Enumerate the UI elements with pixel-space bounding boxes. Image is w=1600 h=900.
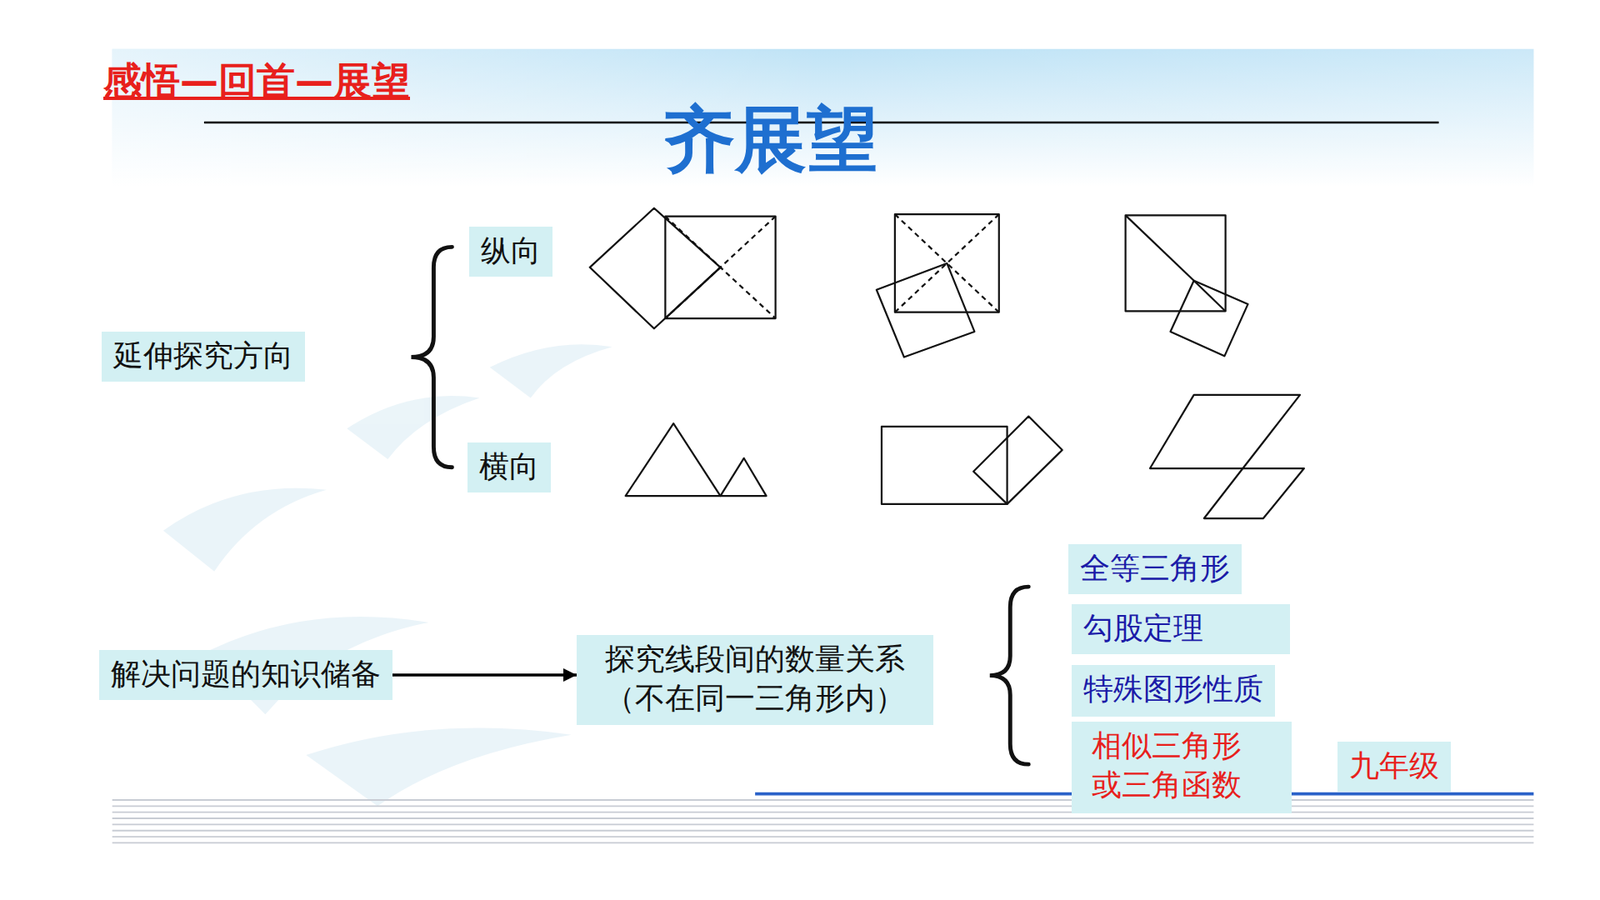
direction-box: 横向 [467,442,551,493]
box-text: 相似三角形 或三角函数 [1091,726,1272,805]
box-text: 勾股定理 [1083,609,1279,649]
slide-title: 齐展望 [0,100,1542,180]
knowledge-box: 特殊图形性质 [1071,665,1275,717]
box-text: 延伸探究方向 [113,336,294,376]
grade-box: 九年级 [1337,741,1451,792]
brace [410,246,1029,765]
box-text: 横向 [479,447,540,487]
section-tag: 感悟—回首—展望 [103,58,410,105]
box-text: 探究线段间的数量关系 （不在同一三角形内） [596,640,914,719]
box-text: 解决问题的知识储备 [110,655,381,695]
topic-box: 解决问题的知识储备 [99,650,393,700]
bird-watermark [163,344,613,806]
knowledge-box: 全等三角形 [1068,544,1242,595]
knowledge-box: 勾股定理 [1071,604,1290,655]
arrow-connector [392,668,577,682]
knowledge-box: 相似三角形 或三角函数 [1071,721,1292,814]
figures [590,208,1305,519]
direction-box: 纵向 [469,226,553,277]
topic-box: 延伸探究方向 [101,331,305,382]
box-text: 全等三角形 [1080,549,1230,589]
box-text: 九年级 [1349,746,1440,786]
bottom-stripes [112,800,1535,843]
box-text: 特殊图形性质 [1083,670,1264,710]
goal-box: 探究线段间的数量关系 （不在同一三角形内） [576,635,934,725]
box-text: 纵向 [480,231,541,271]
